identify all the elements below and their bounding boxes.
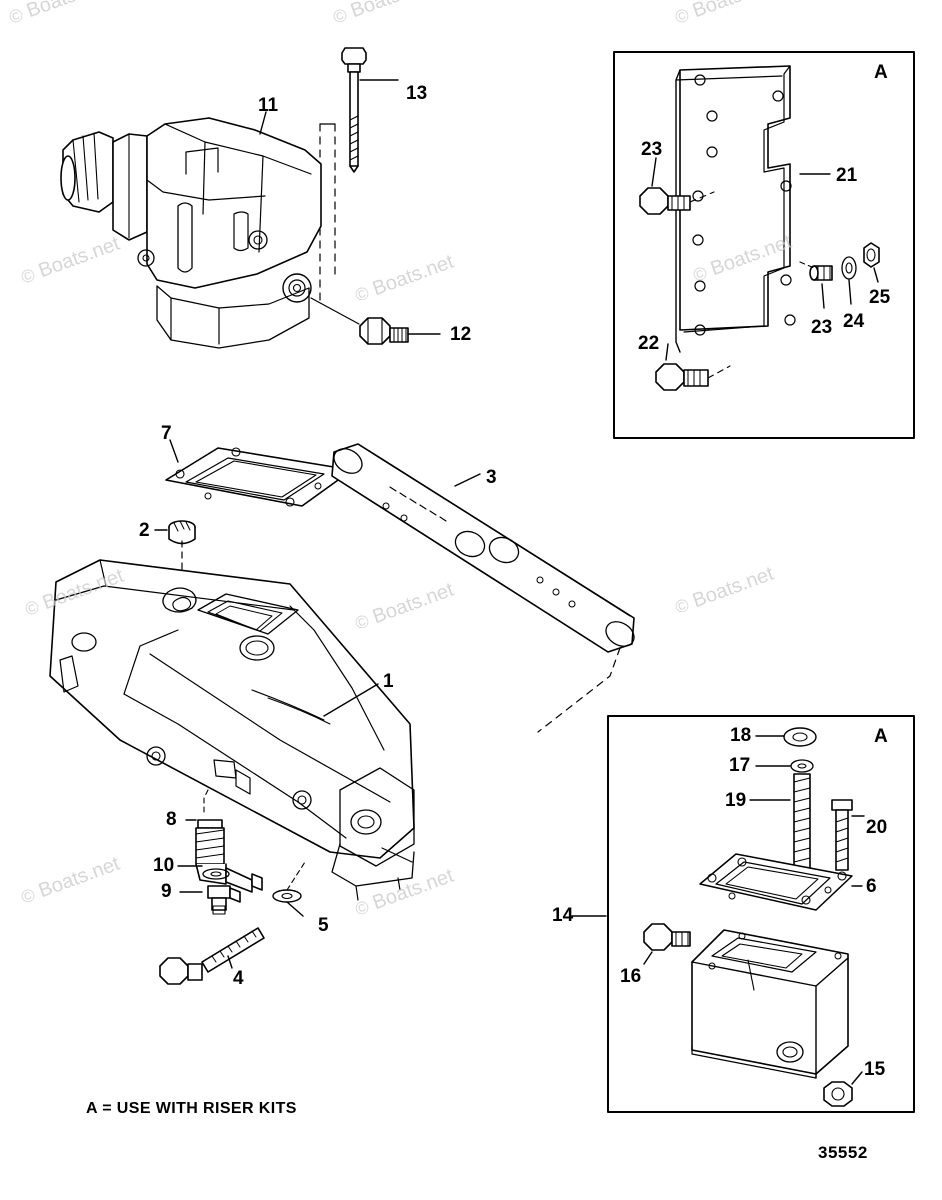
part-13-bolt (341, 47, 367, 173)
panel-a-bottom-letter: A (874, 726, 888, 747)
panel-a-top-border (613, 51, 915, 439)
part-22-bolt-bottom (655, 363, 709, 391)
callout-6: 6 (866, 876, 877, 897)
part-11-exhaust-elbow (60, 117, 322, 349)
callout-5: 5 (318, 915, 329, 936)
callout-12: 12 (450, 324, 472, 345)
callout-24: 24 (843, 311, 865, 332)
callout-23: 23 (641, 139, 663, 160)
callout-17: 17 (729, 755, 751, 776)
callout-4: 4 (233, 968, 244, 989)
part-2-plug (168, 520, 196, 545)
legend-note: A = USE WITH RISER KITS (86, 1100, 297, 1117)
part-18-washer (783, 727, 817, 747)
callout-3: 3 (486, 467, 497, 488)
part-8-fitting (195, 819, 263, 893)
callout-7: 7 (161, 423, 172, 444)
callout-13: 13 (406, 83, 428, 104)
callout-11: 11 (258, 95, 279, 116)
part-12-bolt (359, 317, 409, 345)
part-5-washer (272, 889, 302, 903)
part-15-riser-block (691, 929, 849, 1079)
callout-20: 20 (866, 817, 888, 838)
callout-25: 25 (869, 287, 891, 308)
diagram-part-number: 35552 (818, 1143, 868, 1162)
part-24-washer (841, 256, 857, 280)
callout-14: 14 (552, 905, 574, 926)
part-21-bracket (675, 65, 796, 353)
callout-10: 10 (153, 855, 175, 876)
callout-21: 21 (836, 165, 858, 186)
part-19-stud (793, 773, 811, 873)
part-4-bolt (159, 927, 265, 985)
part-23-bolt-top (639, 187, 691, 215)
callout-15: 15 (864, 1059, 886, 1080)
part-9-elbow-fitting (207, 885, 241, 915)
callout-9: 9 (161, 881, 172, 902)
panel-a-bottom-border (607, 715, 915, 1113)
part-20-bolt (831, 799, 853, 871)
part-6-gasket (699, 853, 853, 911)
callout-22: 22 (638, 333, 660, 354)
part-23b-bolt (809, 265, 833, 281)
callout-19: 19 (725, 790, 747, 811)
part-16-bolt (643, 923, 691, 951)
callout-18: 18 (730, 725, 752, 746)
part-1-exhaust-manifold (49, 559, 415, 901)
part-7-gasket (165, 447, 353, 507)
part-15-nut (823, 1081, 853, 1107)
part-10-washer (202, 868, 230, 880)
part-3-exhaust-tube (331, 443, 635, 653)
callout-23b: 23 (811, 317, 833, 338)
callout-16: 16 (620, 966, 642, 987)
panel-a-top-letter: A (874, 62, 888, 83)
callout-1: 1 (383, 671, 394, 692)
part-25-nut (863, 242, 880, 268)
part-17-washer (790, 759, 814, 773)
callout-8: 8 (166, 809, 177, 830)
callout-2: 2 (139, 520, 150, 541)
